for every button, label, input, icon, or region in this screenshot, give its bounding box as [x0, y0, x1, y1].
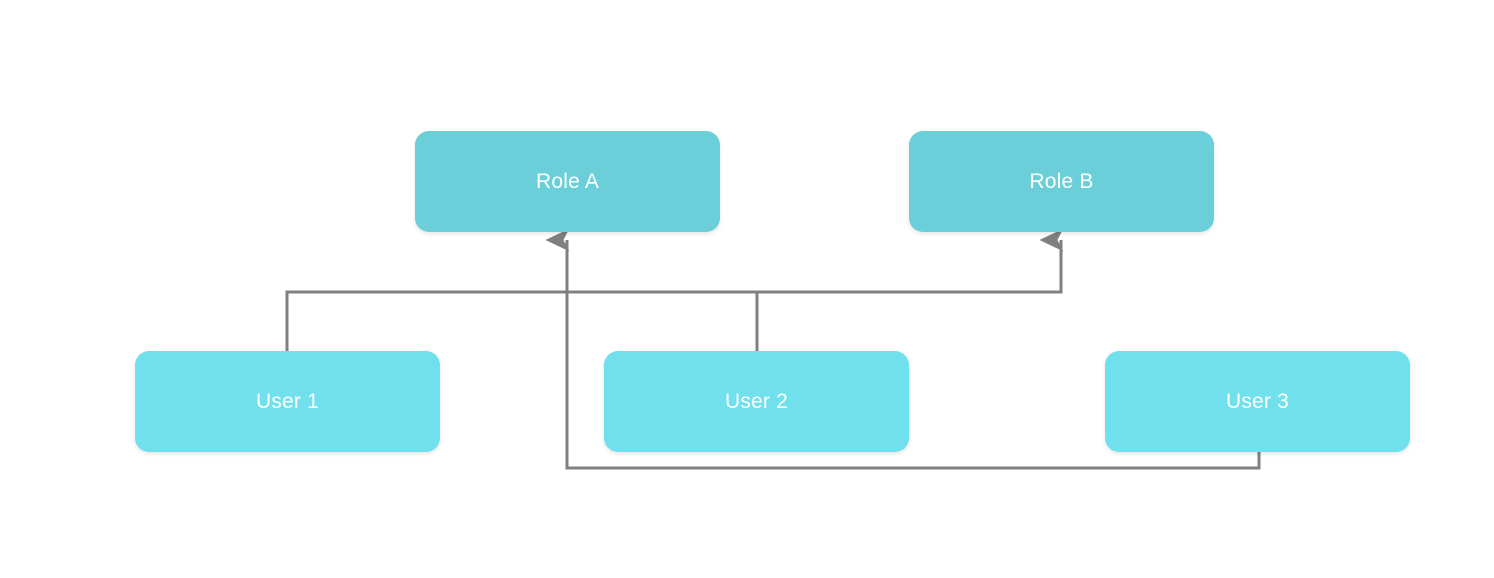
node-user-2-label: User 2 [724, 390, 789, 413]
edge-user3-rolea [545, 228, 1261, 470]
node-user-2[interactable]: User 2 [604, 351, 909, 452]
edges-group [285, 228, 1261, 470]
edge-user1-roleb [285, 228, 1064, 351]
node-role-a[interactable]: Role A [415, 131, 720, 232]
node-user-3[interactable]: User 3 [1105, 351, 1410, 452]
node-user-1-label: User 1 [255, 390, 320, 413]
node-role-b[interactable]: Role B [909, 131, 1214, 232]
node-role-a-label: Role A [535, 170, 600, 193]
node-role-b-label: Role B [1029, 170, 1094, 193]
node-user-1[interactable]: User 1 [135, 351, 440, 452]
node-user-3-label: User 3 [1225, 390, 1290, 413]
